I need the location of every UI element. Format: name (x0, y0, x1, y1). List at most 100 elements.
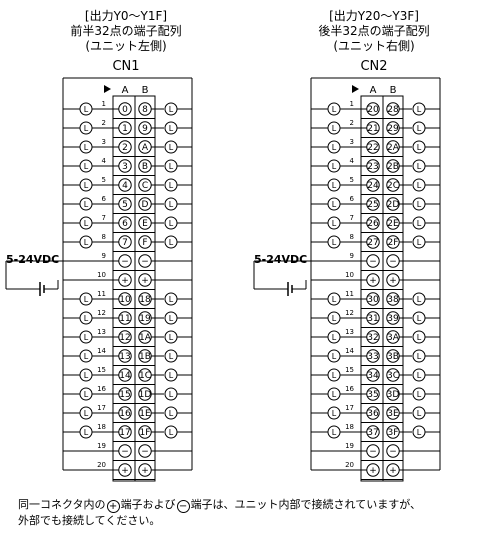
load-right-label: L (169, 352, 174, 361)
terminal-b-label: D (142, 200, 149, 210)
terminal-b-label: − (389, 447, 397, 457)
load-right-label: L (169, 314, 174, 323)
row-number: 8 (350, 233, 354, 241)
row-number: 3 (102, 138, 106, 146)
load-left-label: L (84, 238, 89, 247)
terminal-b-label: 2E (387, 219, 399, 229)
terminal-a-label: 27 (367, 238, 378, 248)
load-right-label: L (417, 390, 422, 399)
terminal-a-label: 31 (367, 314, 378, 324)
terminal-b-label: 3E (387, 409, 399, 419)
row-number: 13 (97, 328, 106, 336)
terminal-b-label: 29 (387, 124, 399, 134)
terminal-b-label: 28 (387, 105, 399, 115)
load-right-label: L (417, 181, 422, 190)
column-b-label: B (142, 85, 149, 96)
terminal-b-label: 1D (139, 390, 152, 400)
row-number: 16 (97, 385, 106, 393)
terminal-a-label: 5 (122, 200, 128, 210)
load-right-label: L (169, 200, 174, 209)
terminal-a-label: − (121, 447, 129, 457)
row-number: 5 (102, 176, 106, 184)
terminal-a-label: 21 (367, 124, 378, 134)
terminal-row: 9−− (63, 252, 192, 271)
terminal-block (360, 95, 404, 482)
terminal-b-label: 3B (387, 352, 399, 362)
row-number: 2 (102, 119, 106, 127)
row-number: 6 (102, 195, 107, 203)
terminal-a-label: 7 (122, 238, 128, 248)
row-number: 15 (345, 366, 354, 374)
load-right-label: L (169, 238, 174, 247)
load-left-label: L (332, 200, 337, 209)
terminal-b-label: 3A (387, 333, 400, 343)
terminal-b-label: A (142, 143, 149, 153)
row-number: 18 (97, 423, 106, 431)
terminal-a-label: 30 (367, 295, 379, 305)
row-number: 12 (97, 309, 106, 317)
note-line1-mid: 端子および (120, 498, 176, 511)
terminal-a-label: 22 (367, 143, 378, 153)
supply-voltage-label: 5-24VDC (6, 253, 59, 266)
load-right-label: L (417, 333, 422, 342)
load-right-label: L (169, 295, 174, 304)
load-left-label: L (84, 181, 89, 190)
connector-title-line-3: (ユニット右側) (333, 38, 414, 53)
load-right-label: L (417, 371, 422, 380)
load-right-label: L (417, 238, 422, 247)
load-right-label: L (169, 390, 174, 399)
load-left-label: L (332, 295, 337, 304)
terminal-a-label: 24 (367, 181, 379, 191)
load-right-label: L (169, 105, 174, 114)
terminal-b-label: 3C (387, 371, 399, 381)
row-number: 11 (97, 290, 106, 298)
connector-name: CN2 (360, 59, 387, 74)
load-right-label: L (417, 295, 422, 304)
row-number: 14 (345, 347, 354, 355)
load-right-label: L (417, 409, 422, 418)
terminal-b-label: 38 (387, 295, 399, 305)
terminal-a-label: + (121, 276, 129, 286)
load-left-label: L (332, 181, 337, 190)
terminal-a-label: + (369, 276, 377, 286)
row-number: 10 (97, 271, 106, 279)
load-right-label: L (417, 352, 422, 361)
terminal-a-label: − (369, 257, 377, 267)
load-left-label: L (84, 428, 89, 437)
load-left-label: L (84, 295, 89, 304)
terminal-b-label: F (142, 238, 147, 248)
note-line1-post: 端子は、ユニット内部で接続されていますが、 (190, 498, 422, 511)
terminal-row: 9−− (311, 252, 440, 271)
connector-title-line-1: [出力Y20～Y3F] (329, 9, 419, 23)
terminal-a-label: 17 (119, 428, 130, 438)
load-left-label: L (332, 238, 337, 247)
terminal-b-label: 2D (387, 200, 400, 210)
connector-title-line-2: 後半32点の端子配列 (318, 24, 429, 38)
terminal-a-label: 0 (122, 105, 128, 115)
load-left-label: L (84, 409, 89, 418)
terminal-a-label: 12 (119, 333, 130, 343)
terminal-a-label: 4 (122, 181, 128, 191)
load-left-label: L (84, 390, 89, 399)
terminal-b-label: + (141, 276, 149, 286)
terminal-b-label: 3D (387, 390, 400, 400)
row-number: 9 (350, 252, 354, 260)
terminal-b-label: 1B (139, 352, 151, 362)
terminal-a-label: + (121, 466, 129, 476)
note-plus-symbol: + (106, 500, 120, 513)
terminal-a-label: 25 (367, 200, 378, 210)
